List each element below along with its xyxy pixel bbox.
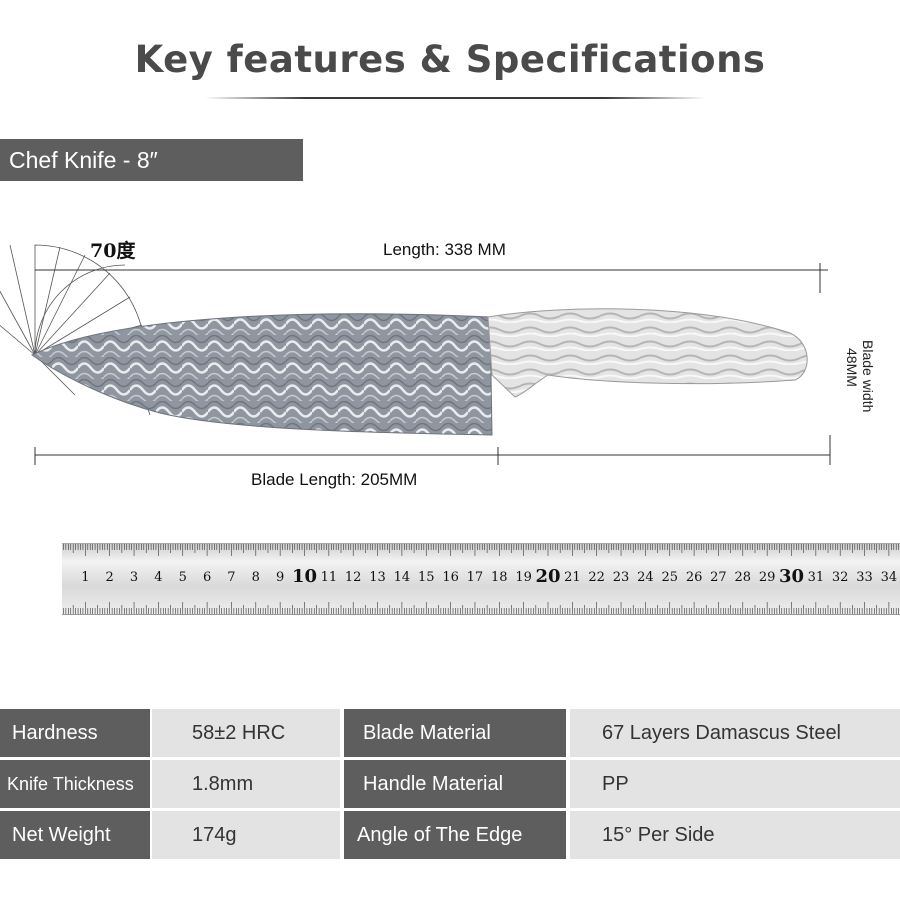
blade-width-title: Blade width (860, 340, 876, 413)
ruler-number: 7 (227, 570, 236, 585)
ruler-number: 23 (612, 570, 630, 585)
knife-blade (31, 313, 493, 436)
page-title: Key features & Specifications (134, 38, 766, 81)
ruler-number: 22 (588, 570, 605, 585)
ruler-number: 9 (276, 570, 285, 585)
angle-label: 70度 (90, 240, 136, 262)
blade-length-dimension-line (34, 435, 831, 465)
ruler-number: 14 (393, 570, 411, 585)
ruler-number: 26 (685, 570, 703, 585)
ruler-number: 24 (637, 570, 654, 585)
ruler-number: 15 (417, 570, 435, 585)
ruler-number: 12 (344, 570, 362, 585)
ruler-number: 29 (758, 570, 776, 585)
spec-key-knife-thickness: Knife Thickness (0, 760, 150, 808)
ruler-number: 19 (515, 570, 532, 585)
ruler-number: 6 (202, 570, 212, 585)
ruler-number: 21 (564, 570, 581, 585)
ruler-number: 10 (291, 566, 318, 587)
title-underline (205, 97, 705, 99)
spec-value-hardness: 58±2 HRC (152, 709, 340, 757)
ruler-number: 34 (880, 570, 898, 585)
ruler-number: 25 (661, 570, 679, 585)
ruler-number: 31 (807, 570, 825, 585)
ruler-number: 11 (320, 570, 338, 585)
model-label-bar: Chef Knife - 8″ (0, 139, 303, 181)
ruler-number: 33 (856, 570, 873, 585)
spec-key-handle-material: Handle Material (344, 760, 566, 808)
blade-width-label: Blade width 48MM (844, 338, 878, 438)
ruler-number: 17 (466, 570, 484, 585)
spec-value-net-weight: 174g (152, 811, 340, 859)
ruler-number: 16 (442, 570, 459, 585)
ruler-number: 20 (535, 566, 561, 587)
ruler-number: 27 (710, 570, 727, 585)
ruler-number: 8 (251, 570, 260, 585)
spec-key-blade-material: Blade Material (344, 709, 566, 757)
spec-value-blade-material: 67 Layers Damascus Steel (570, 709, 900, 757)
ruler-number: 2 (105, 570, 114, 585)
ruler-number: 3 (129, 570, 139, 585)
blade-length-label: Blade Length: 205MM (251, 470, 418, 489)
knife-illustration (0, 244, 831, 465)
ruler-number: 30 (778, 566, 805, 587)
ruler-number: 5 (178, 570, 187, 585)
ruler-number: 32 (831, 570, 849, 585)
length-dimension-line (35, 263, 828, 293)
ruler-number: 13 (369, 570, 386, 585)
ruler-number: 28 (734, 570, 752, 585)
ruler-number: 18 (491, 570, 508, 585)
spec-key-net-weight: Net Weight (0, 811, 150, 859)
length-label: Length: 338 MM (383, 240, 506, 259)
ruler-number: 4 (154, 570, 163, 585)
spec-key-angle-of-edge: Angle of The Edge (344, 811, 566, 859)
spec-key-hardness: Hardness (0, 709, 150, 757)
model-label: Chef Knife - 8″ (9, 147, 158, 173)
ruler-ticks (63, 544, 899, 614)
ruler-number: 1 (81, 570, 90, 585)
knife-handle (487, 308, 808, 398)
spec-value-knife-thickness: 1.8mm (152, 760, 340, 808)
blade-width-value: 48MM (844, 348, 860, 387)
spec-value-angle-of-edge: 15° Per Side (570, 811, 900, 859)
spec-value-handle-material: PP (570, 760, 900, 808)
